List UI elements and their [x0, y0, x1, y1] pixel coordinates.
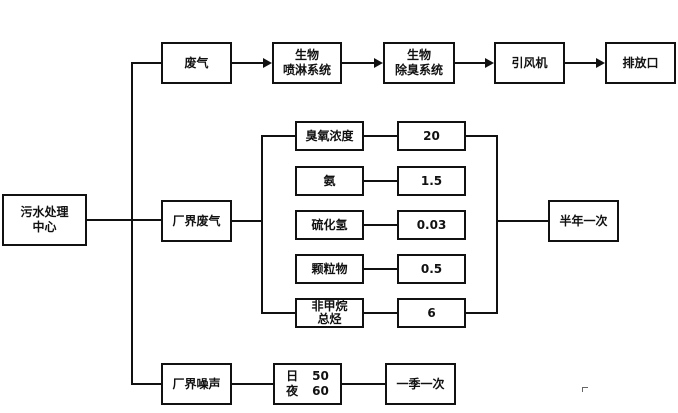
connector-gas-right-bus [466, 135, 498, 314]
root-label-line1: 污水处理 [20, 205, 69, 219]
node-label: 排放口 [622, 55, 659, 70]
param-value-ammonia: 1.5 [397, 166, 466, 196]
frequency-label: 一季一次 [396, 376, 445, 391]
node-label-line2: 除臭系统 [394, 63, 443, 77]
param-name-hydrogen-sulfide: 硫化氢 [295, 210, 364, 240]
node-boundary-noise-label: 厂界噪声 [172, 376, 221, 391]
param-name-label: 臭氧浓度 [305, 128, 354, 143]
param-name-nmhc: 非甲烷 总烃 [295, 298, 364, 328]
arrow-head [374, 58, 383, 68]
param-name-label: 氨 [323, 173, 336, 188]
night-label: 夜 [286, 384, 299, 398]
node-label-line1: 生物 [294, 48, 319, 62]
node-exhaust-label: 废气 [184, 55, 209, 70]
param-name-particulates: 颗粒物 [295, 254, 364, 284]
param-name-ammonia: 氨 [295, 166, 364, 196]
corner-mark-icon [582, 387, 588, 392]
node-boundary-gas-label: 厂界废气 [172, 213, 221, 228]
frequency-label: 半年一次 [559, 213, 608, 228]
root-label-line2: 中心 [32, 220, 57, 234]
root-node-sewage-center: 污水处理 中心 [2, 194, 87, 246]
day-label: 日 [286, 369, 299, 383]
param-value-nmhc: 6 [397, 298, 466, 328]
node-noise-frequency: 一季一次 [385, 363, 456, 405]
param-value-label: 20 [423, 128, 440, 143]
param-name-ozone: 臭氧浓度 [295, 121, 364, 151]
param-name-label: 颗粒物 [311, 261, 348, 276]
node-exhaust: 废气 [161, 42, 232, 84]
param-name-line1: 非甲烷 [311, 299, 348, 313]
param-value-label: 1.5 [420, 173, 443, 188]
node-label-line1: 生物 [406, 48, 431, 62]
node-label: 引风机 [511, 55, 548, 70]
node-bio-spray-system: 生物 喷淋系统 [272, 42, 342, 84]
param-value-label: 0.5 [420, 261, 443, 276]
arrow-head [485, 58, 494, 68]
node-noise-limits: 日 50 夜 60 [273, 363, 342, 405]
param-value-label: 6 [427, 305, 436, 320]
param-name-label: 硫化氢 [311, 217, 348, 232]
node-label-line2: 喷淋系统 [282, 63, 331, 77]
node-discharge-outlet: 排放口 [605, 42, 676, 84]
connector-trunk [131, 62, 161, 385]
param-value-hydrogen-sulfide: 0.03 [397, 210, 466, 240]
night-value: 60 [312, 384, 329, 398]
param-value-ozone: 20 [397, 121, 466, 151]
connector-gas-left-bus [261, 135, 295, 314]
noise-limits-grid: 日 50 夜 60 [286, 369, 329, 399]
node-boundary-gas: 厂界废气 [161, 200, 232, 242]
param-value-label: 0.03 [416, 217, 447, 232]
node-induced-fan: 引风机 [494, 42, 565, 84]
arrow-head [263, 58, 272, 68]
arrow-head [596, 58, 605, 68]
param-name-line2: 总烃 [317, 312, 342, 326]
day-value: 50 [312, 369, 329, 383]
param-value-particulates: 0.5 [397, 254, 466, 284]
node-bio-deodor-system: 生物 除臭系统 [383, 42, 455, 84]
node-gas-frequency: 半年一次 [548, 200, 619, 242]
node-boundary-noise: 厂界噪声 [161, 363, 232, 405]
